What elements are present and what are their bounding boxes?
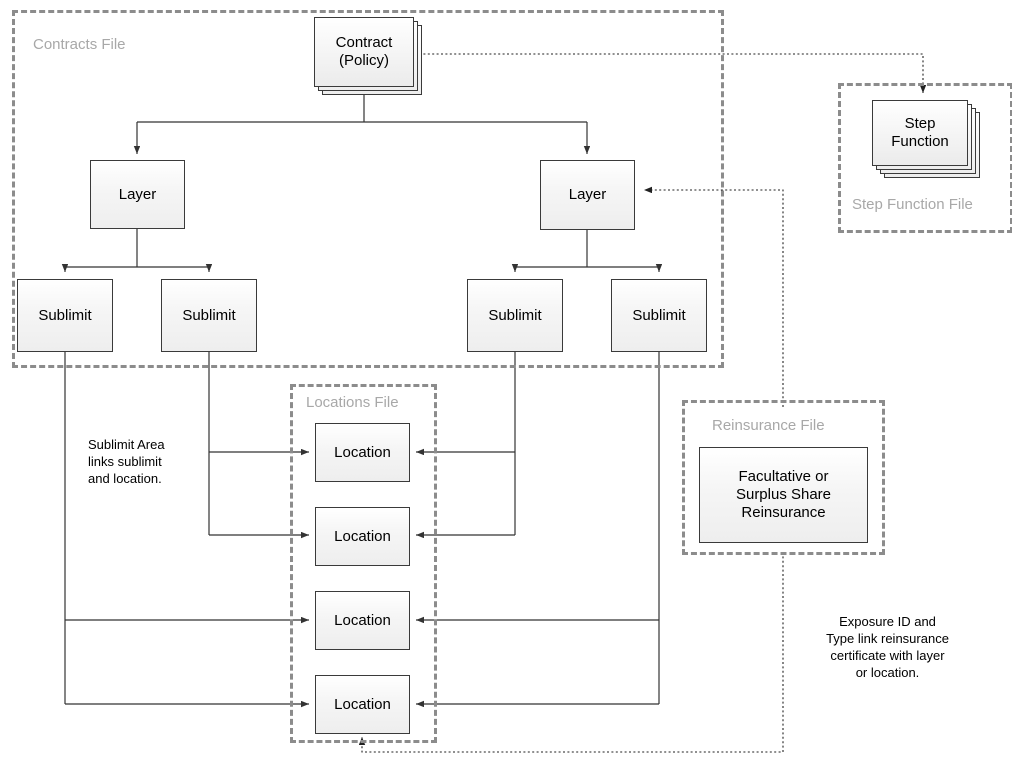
group-reinsurance-file — [682, 400, 885, 555]
reinsurance-label-line2: Surplus Share — [735, 486, 832, 504]
node-sublimit-4[interactable]: Sublimit — [611, 279, 707, 352]
step-function-label-line2: Function — [891, 133, 949, 150]
contract-label-line2: (Policy) — [338, 52, 389, 69]
step-function-label-box: Step Function — [872, 100, 968, 166]
group-locations-file-label: Locations File — [306, 394, 399, 411]
note-exposure-id: Exposure ID and Type link reinsurance ce… — [826, 614, 949, 681]
node-location-3[interactable]: Location — [315, 591, 410, 650]
group-step-function-file — [838, 83, 1012, 233]
node-layer-left[interactable]: Layer — [90, 160, 185, 229]
node-sublimit-2[interactable]: Sublimit — [161, 279, 257, 352]
group-step-function-file-label: Step Function File — [852, 196, 973, 213]
node-location-1[interactable]: Location — [315, 423, 410, 482]
reinsurance-label-line3: Reinsurance — [741, 503, 826, 521]
node-contract-policy[interactable]: Contract (Policy) — [314, 17, 424, 95]
group-contracts-file — [12, 10, 724, 368]
group-locations-file — [290, 384, 437, 743]
node-reinsurance[interactable]: Facultative or Surplus Share Reinsurance — [699, 447, 868, 543]
reinsurance-label-line1: Facultative or — [738, 468, 829, 486]
node-layer-right[interactable]: Layer — [540, 160, 635, 230]
node-location-2[interactable]: Location — [315, 507, 410, 566]
group-contracts-file-label: Contracts File — [33, 36, 126, 53]
node-location-4[interactable]: Location — [315, 675, 410, 734]
node-sublimit-1[interactable]: Sublimit — [17, 279, 113, 352]
node-step-function[interactable]: Step Function — [872, 100, 982, 180]
note-sublimit-area: Sublimit Area links sublimit and locatio… — [88, 437, 165, 487]
node-sublimit-3[interactable]: Sublimit — [467, 279, 563, 352]
group-reinsurance-file-label: Reinsurance File — [712, 417, 825, 434]
contract-label-line1: Contract — [335, 34, 393, 52]
step-function-label-line1: Step — [904, 115, 936, 133]
contract-policy-label-box: Contract (Policy) — [314, 17, 414, 87]
